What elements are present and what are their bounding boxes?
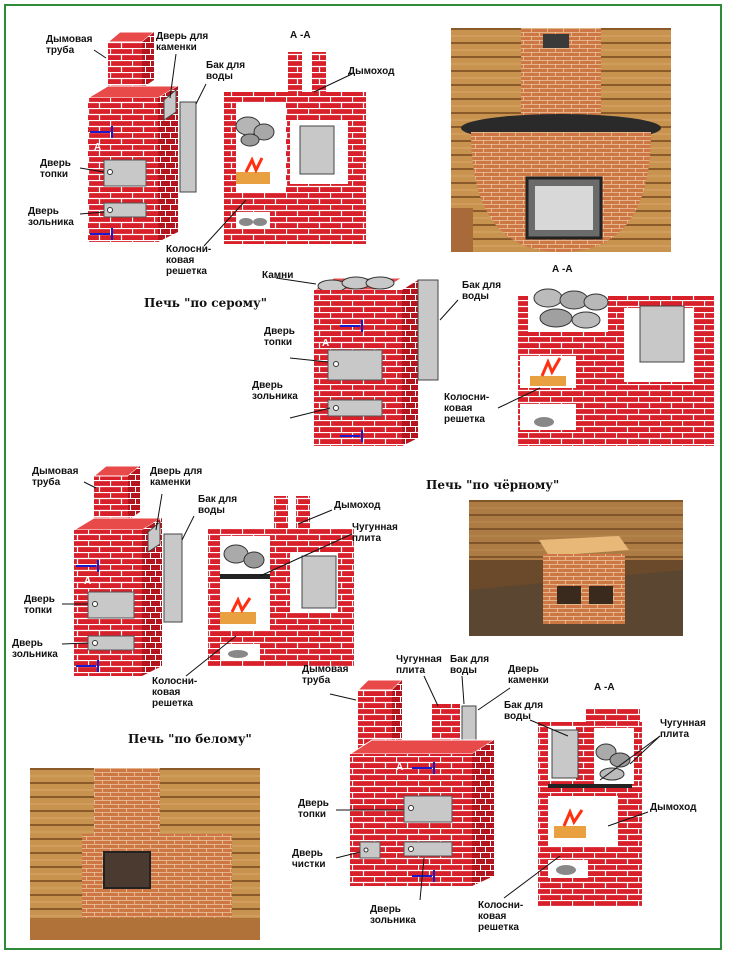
label-ash-door-3: Дверь зольника — [12, 638, 58, 660]
title-black-stove: Печь "по чёрному" — [426, 478, 560, 492]
label-fire-door-4: Дверь топки — [298, 798, 329, 820]
label-grate-2: Колосни- ковая решетка — [444, 392, 490, 425]
label-grate-3: Колосни- ковая решетка — [152, 676, 198, 709]
label-chimney-pipe-1: Дымовая труба — [46, 34, 93, 56]
label-ash-door-1: Дверь зольника — [28, 206, 74, 228]
title-gray-stove: Печь "по серому" — [144, 296, 267, 310]
stove-diagram-3 — [61, 465, 354, 677]
label-stones-2: Камни — [262, 270, 294, 281]
marker-a-2a: А — [322, 338, 330, 349]
label-water-tank-3: Бак для воды — [198, 494, 238, 516]
label-cast-plate-4b: Чугунная плита — [660, 718, 706, 740]
stove-diagram-2 — [275, 276, 714, 446]
label-chimney-pipe-4: Дымовая труба — [302, 664, 349, 686]
label-heater-door-4: Дверь каменки — [508, 664, 549, 686]
label-ash-door-4: Дверь зольника — [370, 904, 416, 926]
section-mark-1: А -А — [290, 30, 311, 41]
label-smoke-duct-3: Дымоход — [334, 500, 381, 511]
page-frame — [4, 4, 722, 950]
label-chimney-pipe-3: Дымовая труба — [32, 466, 79, 488]
label-clean-door-4: Дверь чистки — [292, 848, 326, 870]
label-cast-plate-4: Чугунная плита — [396, 654, 442, 676]
label-grate-4: Колосни- ковая решетка — [478, 900, 524, 933]
label-ash-door-2: Дверь зольника — [252, 380, 298, 402]
title-white-stove: Печь "по белому" — [128, 732, 252, 746]
label-fire-door-2: Дверь топки — [264, 326, 295, 348]
label-smoke-duct-4: Дымоход — [650, 802, 697, 813]
section-mark-4: А -А — [594, 682, 615, 693]
marker-a-4: А — [396, 762, 404, 773]
label-heater-door-1: Дверь для каменки — [156, 31, 209, 53]
section-mark-2: А -А — [552, 264, 573, 275]
label-water-tank-4: Бак для воды — [450, 654, 490, 676]
label-water-tank-4b: Бак для воды — [504, 700, 544, 722]
label-smoke-duct-1: Дымоход — [348, 66, 395, 77]
label-cast-plate-3: Чугунная плита — [352, 522, 398, 544]
marker-a-1: А — [94, 142, 102, 153]
label-water-tank-2: Бак для воды — [462, 280, 502, 302]
photo-brick-stove-construction — [469, 500, 683, 636]
label-fire-door-1: Дверь топки — [40, 158, 71, 180]
photo-white-stove — [30, 768, 260, 940]
photo-round-stove — [451, 28, 671, 252]
label-fire-door-3: Дверь топки — [24, 594, 55, 616]
label-grate-1: Колосни- ковая решетка — [166, 244, 212, 277]
stove-diagram-1 — [79, 31, 366, 247]
marker-a-3: А — [84, 576, 92, 587]
label-heater-door-3: Дверь для каменки — [150, 466, 203, 488]
label-water-tank-1: Бак для воды — [206, 60, 246, 82]
